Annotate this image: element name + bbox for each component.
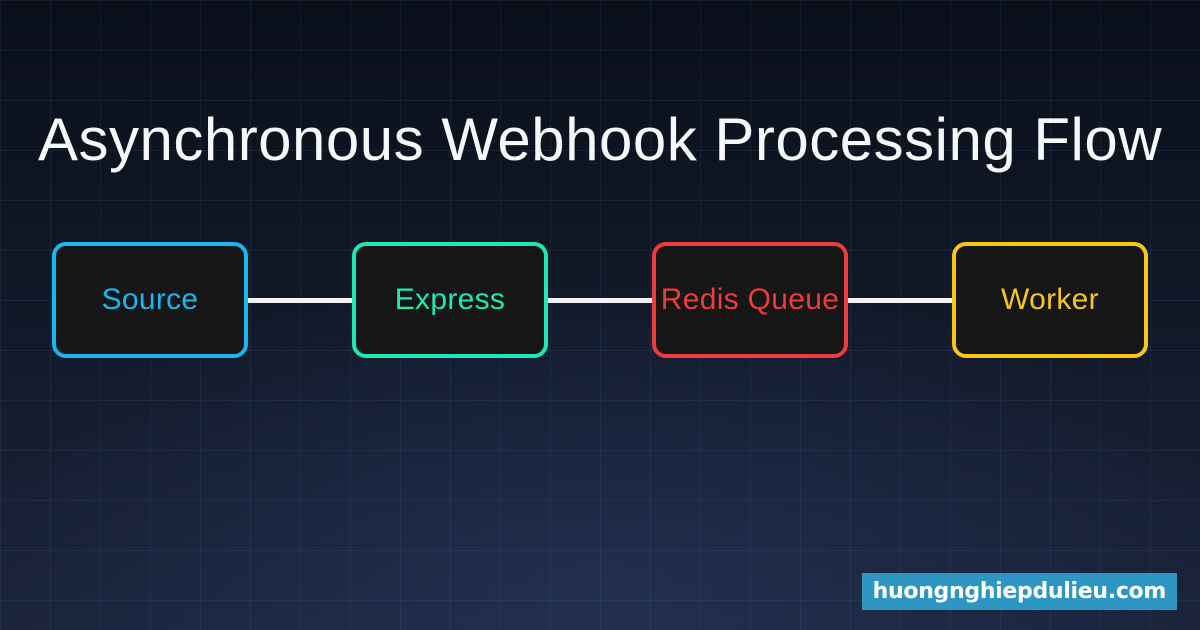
connector-source-express — [246, 298, 354, 303]
connector-express-redis-queue — [546, 298, 654, 303]
node-source-label: Source — [101, 283, 199, 316]
node-worker-label: Worker — [1001, 283, 1099, 316]
node-express-label: Express — [394, 283, 506, 316]
page-title: Asynchronous Webhook Processing Flow — [37, 106, 1163, 174]
node-source: Source — [52, 242, 248, 358]
node-worker: Worker — [952, 242, 1148, 358]
node-redis-queue-label: Redis Queue — [660, 283, 840, 316]
node-redis-queue: Redis Queue — [652, 242, 848, 358]
watermark-badge: huongnghiepdulieu.com — [861, 573, 1177, 610]
node-express: Express — [352, 242, 548, 358]
connector-redis-queue-worker — [846, 298, 954, 303]
